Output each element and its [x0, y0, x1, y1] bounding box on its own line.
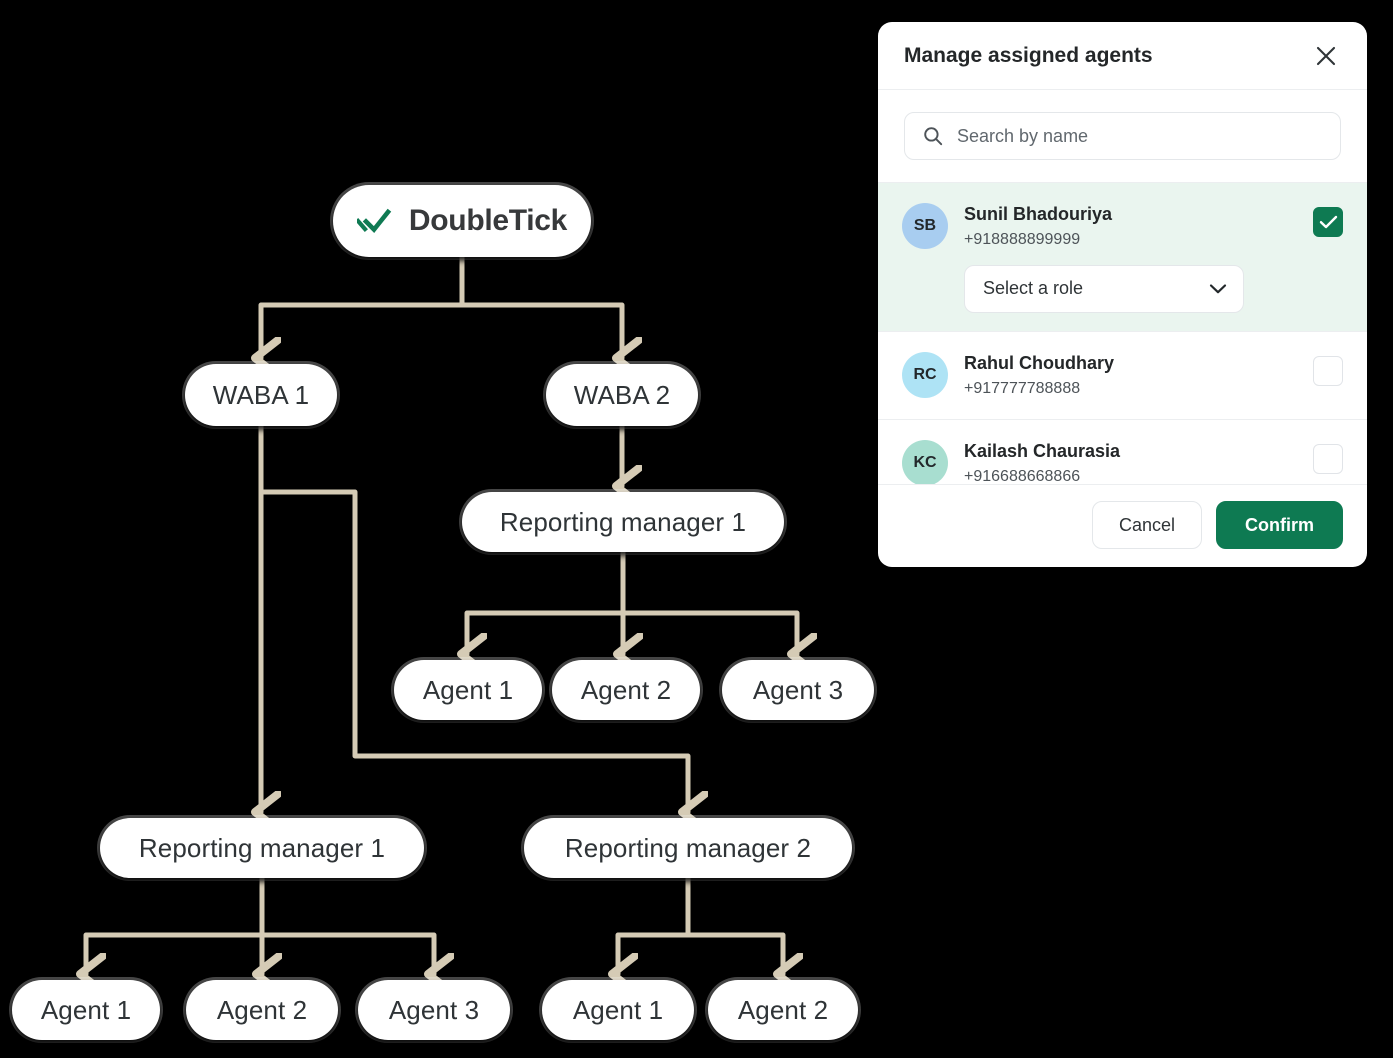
edge-rm2b-b4: [618, 875, 691, 974]
agent-info: Rahul Choudhary +917777788888: [964, 350, 1297, 402]
search-box[interactable]: [904, 112, 1341, 160]
search-input[interactable]: [955, 124, 1322, 148]
edge-root-waba1: [261, 254, 465, 358]
agent-name: Rahul Choudhary: [964, 352, 1115, 373]
agent-checkbox[interactable]: [1313, 444, 1343, 475]
org-chart-connectors: [0, 254, 880, 1058]
node-agent-3-rm1a[interactable]: Agent 3: [722, 660, 874, 720]
node-label: Agent 1: [40, 994, 132, 1025]
avatar-initials: SB: [913, 217, 937, 234]
node-label: Agent 2: [580, 674, 672, 705]
node-label: Agent 2: [216, 994, 308, 1025]
agent-phone: +917777788888: [964, 379, 1081, 397]
node-agent-2-rm1b[interactable]: Agent 2: [186, 980, 338, 1040]
node-label: WABA 2: [573, 379, 671, 410]
node-label: Reporting manager 1: [499, 506, 747, 537]
confirm-button[interactable]: Confirm: [1216, 501, 1343, 549]
avatar: SB: [902, 203, 948, 249]
edge-waba1-rm2b: [258, 423, 688, 812]
node-agent-1-rm2b[interactable]: Agent 1: [542, 980, 694, 1040]
node-label: Reporting manager 1: [138, 832, 386, 863]
node-agent-1-rm1a[interactable]: Agent 1: [394, 660, 542, 720]
node-label: Agent 3: [752, 674, 844, 705]
close-icon[interactable]: [1311, 41, 1341, 71]
node-label: Reporting manager 2: [564, 832, 812, 863]
cancel-button[interactable]: Cancel: [1091, 501, 1202, 549]
agent-list: SB Sunil Bhadouriya +918888899999 Select…: [878, 183, 1367, 484]
search-icon: [924, 127, 943, 146]
double-check-icon: [356, 208, 392, 233]
list-item[interactable]: KC Kailash Chaurasia +916688668866: [878, 420, 1367, 484]
avatar: RC: [902, 351, 948, 398]
node-reporting-manager-2-waba1[interactable]: Reporting manager 2: [524, 818, 852, 878]
agent-checkbox[interactable]: [1313, 207, 1343, 237]
manage-assigned-agents-modal: Manage assigned agents SB: [878, 22, 1367, 567]
node-label: Agent 3: [388, 994, 480, 1025]
node-label: WABA 1: [212, 379, 310, 410]
modal-title: Manage assigned agents: [904, 43, 1153, 67]
chevron-down-icon: [1209, 284, 1227, 293]
edge-rm2b-b5: [685, 875, 783, 974]
avatar: KC: [902, 440, 948, 484]
node-waba-1[interactable]: WABA 1: [185, 364, 337, 426]
node-agent-2-rm2b[interactable]: Agent 2: [708, 980, 858, 1040]
agent-checkbox[interactable]: [1313, 355, 1343, 386]
modal-header: Manage assigned agents: [878, 22, 1367, 90]
node-label: DoubleTick: [408, 204, 568, 237]
list-item[interactable]: RC Rahul Choudhary +917777788888: [878, 332, 1367, 421]
node-reporting-manager-1-waba1[interactable]: Reporting manager 1: [100, 818, 424, 878]
node-doubletick[interactable]: DoubleTick: [333, 185, 591, 257]
modal-footer: Cancel Confirm: [878, 484, 1367, 567]
avatar-initials: RC: [913, 365, 937, 383]
agent-phone: +918888899999: [964, 231, 1081, 249]
agent-info: Sunil Bhadouriya +918888899999 Select a …: [964, 201, 1297, 313]
agent-info: Kailash Chaurasia +916688668866: [964, 438, 1297, 484]
check-icon: [1319, 215, 1337, 229]
agent-phone: +916688668866: [964, 468, 1081, 484]
node-label: Agent 1: [422, 674, 514, 705]
edge-rm1b-b3: [259, 875, 434, 974]
node-agent-2-rm1a[interactable]: Agent 2: [552, 660, 700, 720]
node-reporting-manager-1-waba2[interactable]: Reporting manager 1: [462, 492, 784, 552]
node-agent-3-rm1b[interactable]: Agent 3: [358, 980, 510, 1040]
node-label: Agent 2: [737, 994, 829, 1025]
agent-name: Sunil Bhadouriya: [964, 204, 1113, 224]
avatar-initials: KC: [913, 454, 937, 472]
edge-rm1a-a3: [620, 549, 797, 654]
node-agent-1-rm1b[interactable]: Agent 1: [12, 980, 160, 1040]
agent-name: Kailash Chaurasia: [964, 441, 1121, 462]
node-label: Agent 1: [572, 994, 664, 1025]
edge-root-waba2: [459, 254, 622, 358]
node-waba-2[interactable]: WABA 2: [546, 364, 698, 426]
edge-rm1b-b1: [86, 875, 265, 974]
role-select-value: Select a role: [983, 278, 1084, 299]
list-item[interactable]: SB Sunil Bhadouriya +918888899999 Select…: [878, 183, 1367, 332]
search-area: [878, 90, 1367, 183]
edge-rm1a-a1: [467, 549, 626, 654]
role-select[interactable]: Select a role: [964, 264, 1244, 313]
